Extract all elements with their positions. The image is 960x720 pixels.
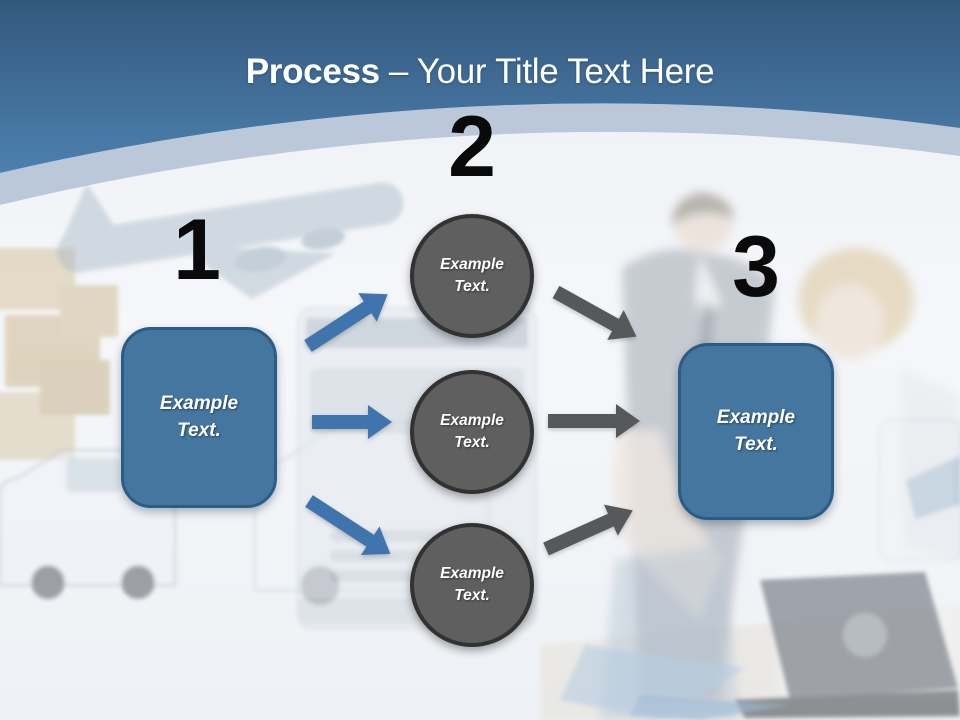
process-step-circle-top: Example Text. (410, 214, 534, 338)
step-number-3: 3 (732, 219, 780, 315)
arrow-down-right-icon (305, 495, 391, 556)
process-target-box: Example Text. (678, 343, 834, 520)
target-box-label: Example Text. (716, 406, 796, 455)
laptop-photo-shape (735, 572, 960, 718)
arrow-right-icon (312, 405, 392, 439)
airplane-photo-shape (57, 182, 404, 300)
source-box-label: Example Text. (159, 392, 239, 441)
circle-bottom-label: Example Text. (440, 564, 504, 604)
circle-middle-label: Example Text. (440, 411, 504, 451)
arrow-up-right-icon (543, 504, 633, 556)
title-placeholder-text: – Your Title Text Here (388, 52, 715, 91)
cargo-boxes-photo-shape (0, 248, 118, 460)
arrow-up-right-icon (304, 293, 388, 352)
header-curve-band (0, 103, 960, 205)
process-step-circle-middle: Example Text. (410, 370, 534, 494)
step-number-1: 1 (173, 202, 221, 298)
process-source-box: Example Text. (121, 327, 277, 508)
arrow-right-icon (548, 404, 640, 438)
slide-title: Process– Your Title Text Here (0, 52, 960, 92)
arrow-down-right-icon (552, 285, 637, 340)
circle-top-label: Example Text. (440, 255, 504, 295)
folders-photo-shape (560, 645, 790, 720)
step-number-2: 2 (448, 99, 496, 195)
process-step-circle-bottom: Example Text. (410, 523, 534, 647)
header-curve-blue (0, 0, 960, 173)
title-keyword: Process (245, 52, 380, 91)
